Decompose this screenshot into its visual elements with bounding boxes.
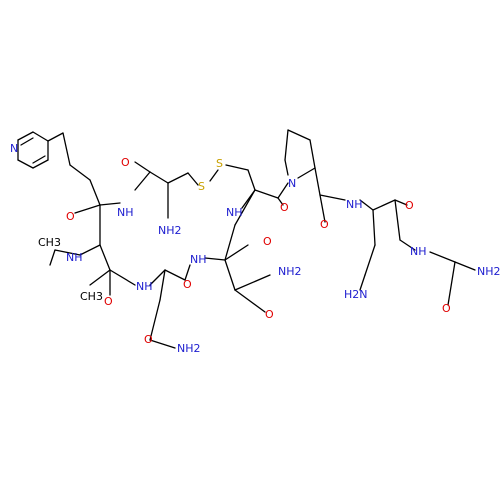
bond bbox=[234, 274, 271, 291]
bond bbox=[32, 155, 46, 164]
atom-ch3-ile: CH3 bbox=[38, 236, 61, 249]
atom-o-gln: O bbox=[183, 278, 192, 291]
bond bbox=[277, 182, 289, 199]
bond bbox=[394, 199, 401, 241]
atom-o-asn: O bbox=[263, 235, 272, 248]
bond bbox=[319, 194, 326, 223]
atom-nh-tyr: NH bbox=[117, 206, 134, 219]
atom-nh2-asn: NH2 bbox=[278, 265, 302, 278]
bond bbox=[159, 269, 166, 301]
bond bbox=[99, 202, 121, 206]
bond bbox=[284, 129, 289, 161]
atom-s2: S bbox=[216, 157, 223, 170]
atom-o-dab: O bbox=[405, 199, 414, 212]
bond bbox=[164, 269, 186, 281]
bond bbox=[167, 172, 189, 184]
bond bbox=[134, 161, 151, 173]
atom-label-layer: N O NH NH2 O S S NH O N O NH O NH O NH2 … bbox=[10, 142, 500, 355]
bond bbox=[224, 259, 236, 291]
bond bbox=[89, 269, 111, 286]
bond bbox=[447, 261, 456, 306]
bond bbox=[429, 251, 456, 263]
bond bbox=[454, 261, 476, 271]
bond bbox=[149, 339, 176, 349]
bond bbox=[309, 139, 316, 169]
bond bbox=[17, 131, 34, 141]
atom-s1: S bbox=[198, 180, 205, 193]
bond bbox=[74, 204, 101, 214]
atom-o-ile: O bbox=[104, 295, 113, 308]
bond bbox=[287, 129, 311, 141]
bond bbox=[62, 132, 71, 166]
bond bbox=[32, 131, 49, 142]
bond bbox=[149, 269, 166, 286]
bond bbox=[209, 169, 219, 182]
bond bbox=[314, 167, 321, 196]
bond bbox=[372, 209, 376, 246]
bond bbox=[277, 197, 284, 206]
atom-n-pyridine: N bbox=[10, 142, 18, 155]
atom-nh-gln: NH bbox=[136, 280, 153, 293]
atom-o-cys2: O bbox=[280, 201, 289, 214]
bond bbox=[364, 244, 376, 276]
bond bbox=[69, 164, 91, 181]
bond-layer bbox=[17, 129, 476, 349]
bond bbox=[224, 224, 236, 261]
bond bbox=[359, 274, 366, 291]
bond bbox=[47, 132, 64, 142]
bond bbox=[394, 199, 408, 206]
atom-nh-asn: NH bbox=[190, 253, 207, 266]
atom-o-gly: O bbox=[442, 302, 451, 315]
atom-n-pro: N bbox=[288, 177, 296, 190]
bond bbox=[187, 172, 199, 186]
atom-o-tyr: O bbox=[66, 210, 75, 223]
atom-o-gln-side: O bbox=[144, 333, 153, 346]
bond bbox=[224, 244, 249, 261]
bond bbox=[225, 164, 249, 171]
atom-h2n-dab: H2N bbox=[344, 288, 368, 301]
bond bbox=[79, 244, 101, 256]
bond bbox=[297, 167, 316, 179]
bond bbox=[54, 249, 81, 256]
atom-ch3-ile2: CH3 bbox=[80, 290, 103, 303]
atom-o-cys1: O bbox=[121, 156, 130, 169]
bond bbox=[149, 171, 169, 184]
atom-nh-cys2: NH bbox=[226, 206, 243, 219]
bond bbox=[359, 199, 374, 211]
bond bbox=[109, 269, 136, 286]
bond bbox=[234, 189, 256, 226]
atom-o-asn-side: O bbox=[265, 308, 274, 321]
atom-nh2-gly: NH2 bbox=[477, 265, 500, 278]
bond bbox=[399, 239, 416, 251]
bond bbox=[204, 257, 226, 261]
bond bbox=[319, 194, 346, 201]
bond bbox=[17, 159, 34, 169]
bond bbox=[49, 249, 56, 266]
bond bbox=[247, 169, 256, 191]
bond bbox=[284, 159, 289, 176]
atom-nh-gly: NH bbox=[410, 245, 427, 258]
bond bbox=[99, 244, 111, 271]
bond bbox=[20, 137, 34, 146]
bond bbox=[372, 199, 396, 211]
atom-nh2-cys: NH2 bbox=[158, 224, 182, 237]
bond bbox=[184, 264, 191, 281]
bond bbox=[234, 289, 266, 313]
atom-nh2-gln-side: NH2 bbox=[177, 342, 201, 355]
bond bbox=[134, 171, 151, 191]
bond bbox=[149, 299, 161, 341]
atom-nh-ile: NH bbox=[66, 251, 83, 264]
atom-o-pro: O bbox=[320, 218, 329, 231]
bond bbox=[89, 179, 101, 206]
bond bbox=[254, 189, 279, 199]
atom-nh-dab: NH bbox=[346, 198, 363, 211]
bond bbox=[32, 159, 49, 169]
